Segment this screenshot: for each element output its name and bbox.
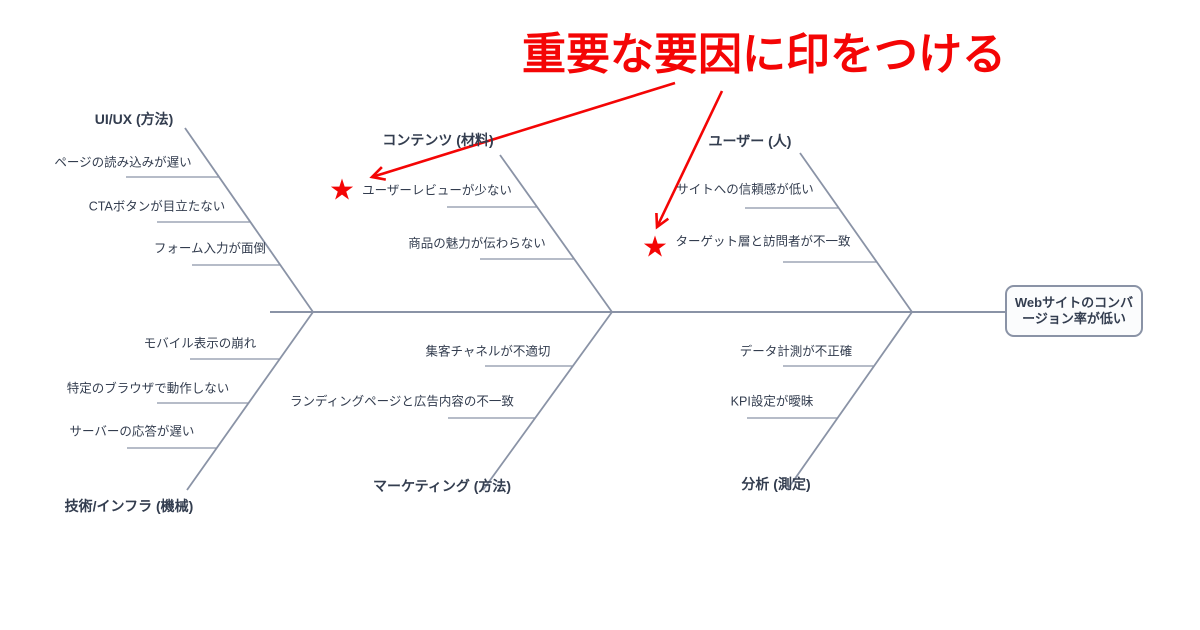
cause-label-content-1: ユーザーレビューが少ない (362, 183, 512, 198)
cause-label-marketing-2: ランディングページと広告内容の不一致 (290, 394, 514, 409)
cause-label-analysis-2: KPI設定が曖昧 (730, 394, 814, 409)
important-marker-star-icon: ★ (642, 231, 668, 264)
branch-label-user: ユーザー (人) (708, 133, 792, 149)
branch-line-tech (186, 311, 314, 491)
branch-label-marketing: マーケティング (方法) (372, 478, 512, 494)
cause-label-content-2: 商品の魅力が伝わらない (408, 236, 546, 251)
branch-line-user (799, 152, 913, 313)
annotation-arrow-1 (369, 81, 676, 181)
cause-label-user-2: ターゲット層と訪問者が不一致 (675, 234, 851, 249)
branch-label-tech: 技術/インフラ (機械) (64, 498, 194, 514)
annotation-arrow-2 (655, 90, 724, 230)
annotation-arrowhead-1 (369, 166, 387, 181)
branch-label-content: コンテンツ (材料) (382, 132, 494, 148)
branch-line-marketing (482, 311, 613, 491)
important-marker-star-icon: ★ (329, 174, 355, 207)
branch-label-analysis: 分析 (測定) (741, 476, 811, 492)
branch-line-uiux (184, 127, 314, 313)
cause-label-uiux-2: CTAボタンが目立たない (88, 199, 226, 214)
cause-label-uiux-1: ページの読み込みが遅い (54, 155, 192, 170)
head-box: Webサイトのコンバージョン率が低い (1005, 285, 1143, 337)
cause-label-tech-1: モバイル表示の崩れ (143, 336, 257, 351)
cause-label-user-1: サイトへの信頼感が低い (676, 182, 814, 197)
branch-line-analysis (786, 311, 913, 491)
cause-label-tech-2: 特定のブラウザで動作しない (66, 381, 230, 396)
branch-line-content (499, 154, 613, 313)
head-label: Webサイトのコンバージョン率が低い (1014, 295, 1134, 326)
annotation-arrowhead-2 (655, 212, 670, 230)
cause-label-uiux-3: フォーム入力が面倒 (153, 241, 267, 256)
cause-label-tech-3: サーバーの応答が遅い (69, 424, 195, 439)
branch-label-uiux: UI/UX (方法) (94, 111, 174, 127)
annotation-title: 重要な要因に印をつける (522, 30, 1006, 79)
cause-label-marketing-1: 集客チャネルが不適切 (425, 344, 551, 359)
cause-label-analysis-1: データ計測が不正確 (739, 344, 853, 359)
